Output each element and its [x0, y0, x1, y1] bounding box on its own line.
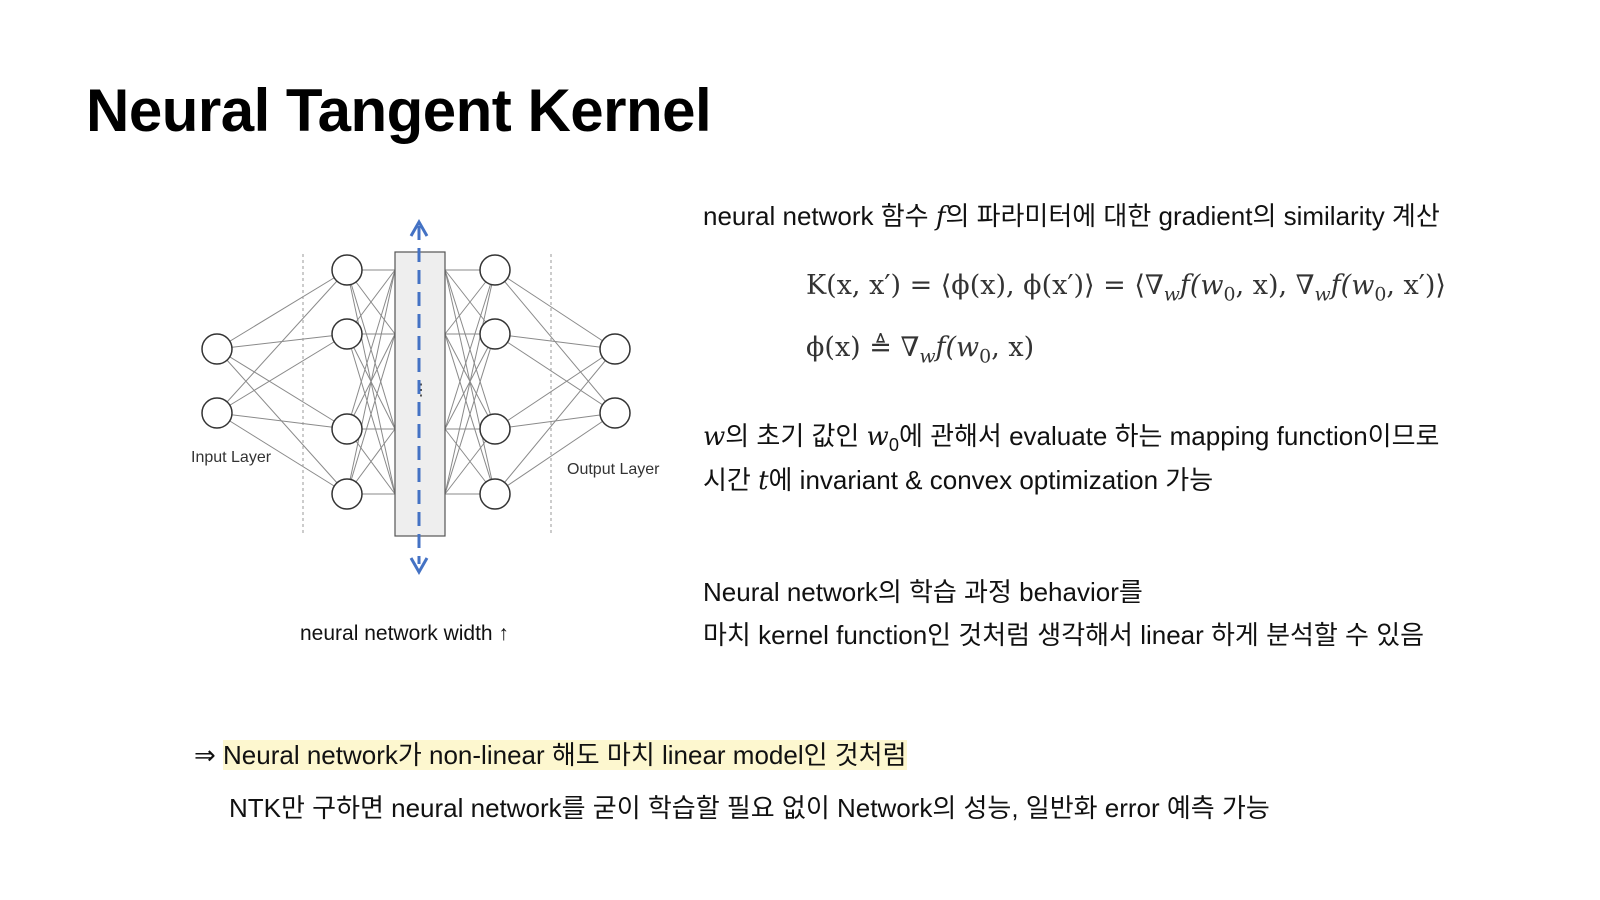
highlighted-text: Neural network가 non-linear 해도 마치 linear …: [223, 740, 907, 770]
implies-arrow: ⇒: [194, 740, 224, 770]
network-edge: [216, 348, 348, 430]
network-node: [331, 254, 363, 286]
network-node: [479, 478, 511, 510]
network-node: [599, 333, 631, 365]
network-edge: [216, 412, 348, 495]
network-node: [479, 318, 511, 350]
network-edge: [346, 269, 396, 495]
invariant-text: 시간 t에 invariant & convex optimization 가능: [703, 465, 1214, 496]
output-layer-label: Output Layer: [567, 461, 660, 478]
network-node: [479, 254, 511, 286]
network-edge: [494, 333, 616, 414]
conclusion-line-1: ⇒ Neural network가 non-linear 해도 마치 linea…: [194, 735, 907, 772]
arrow-down-icon: [409, 557, 429, 576]
input-layer-label: Input Layer: [191, 449, 272, 466]
conclusion-line-2: NTK만 구하면 neural network를 굳이 학습할 필요 없이 Ne…: [229, 793, 1270, 823]
mapping-function-text: w의 초기 값인 w0에 관해서 evaluate 하는 mapping fun…: [703, 421, 1440, 456]
network-edge: [346, 269, 396, 430]
network-node: [201, 333, 233, 365]
network-node: [331, 478, 363, 510]
feature-map-equation: ϕ(x) ≜ ∇wf(w0, x): [806, 332, 1035, 368]
network-edge: [494, 269, 616, 350]
network-edge: [494, 348, 616, 430]
network-node: [201, 397, 233, 429]
network-node: [331, 413, 363, 445]
behavior-text: Neural network의 학습 과정 behavior를: [703, 577, 1143, 607]
network-edge: [494, 348, 616, 495]
kernel-analysis-text: 마치 kernel function인 것처럼 생각해서 linear 하게 분…: [703, 620, 1425, 650]
network-edge: [494, 333, 616, 350]
network-edge: [216, 333, 348, 414]
network-node: [479, 413, 511, 445]
network-edge: [216, 269, 348, 350]
network-edge: [346, 333, 396, 495]
hidden-ellipsis: ⋮: [413, 382, 429, 399]
network-edge: [494, 412, 616, 495]
neural-network-diagram: ⋮ Input Layer Output Layer: [191, 218, 660, 576]
network-edge: [216, 269, 348, 414]
network-edge: [444, 333, 496, 495]
slide-title: Neural Tangent Kernel: [86, 77, 712, 144]
diagram-caption: neural network width ↑: [300, 622, 509, 645]
network-node: [331, 318, 363, 350]
network-edge: [444, 269, 496, 430]
network-edge: [216, 412, 348, 430]
network-edge: [444, 269, 496, 495]
network-node: [599, 397, 631, 429]
ntk-equation: K(x, x′) = ⟨ϕ(x), ϕ(x′)⟩ = ⟨∇wf(w0, x), …: [806, 270, 1446, 306]
network-nodes: [201, 254, 631, 510]
ntk-definition: neural network 함수 f의 파라미터에 대한 gradient의 …: [703, 201, 1440, 232]
arrow-up-icon: [409, 218, 429, 237]
